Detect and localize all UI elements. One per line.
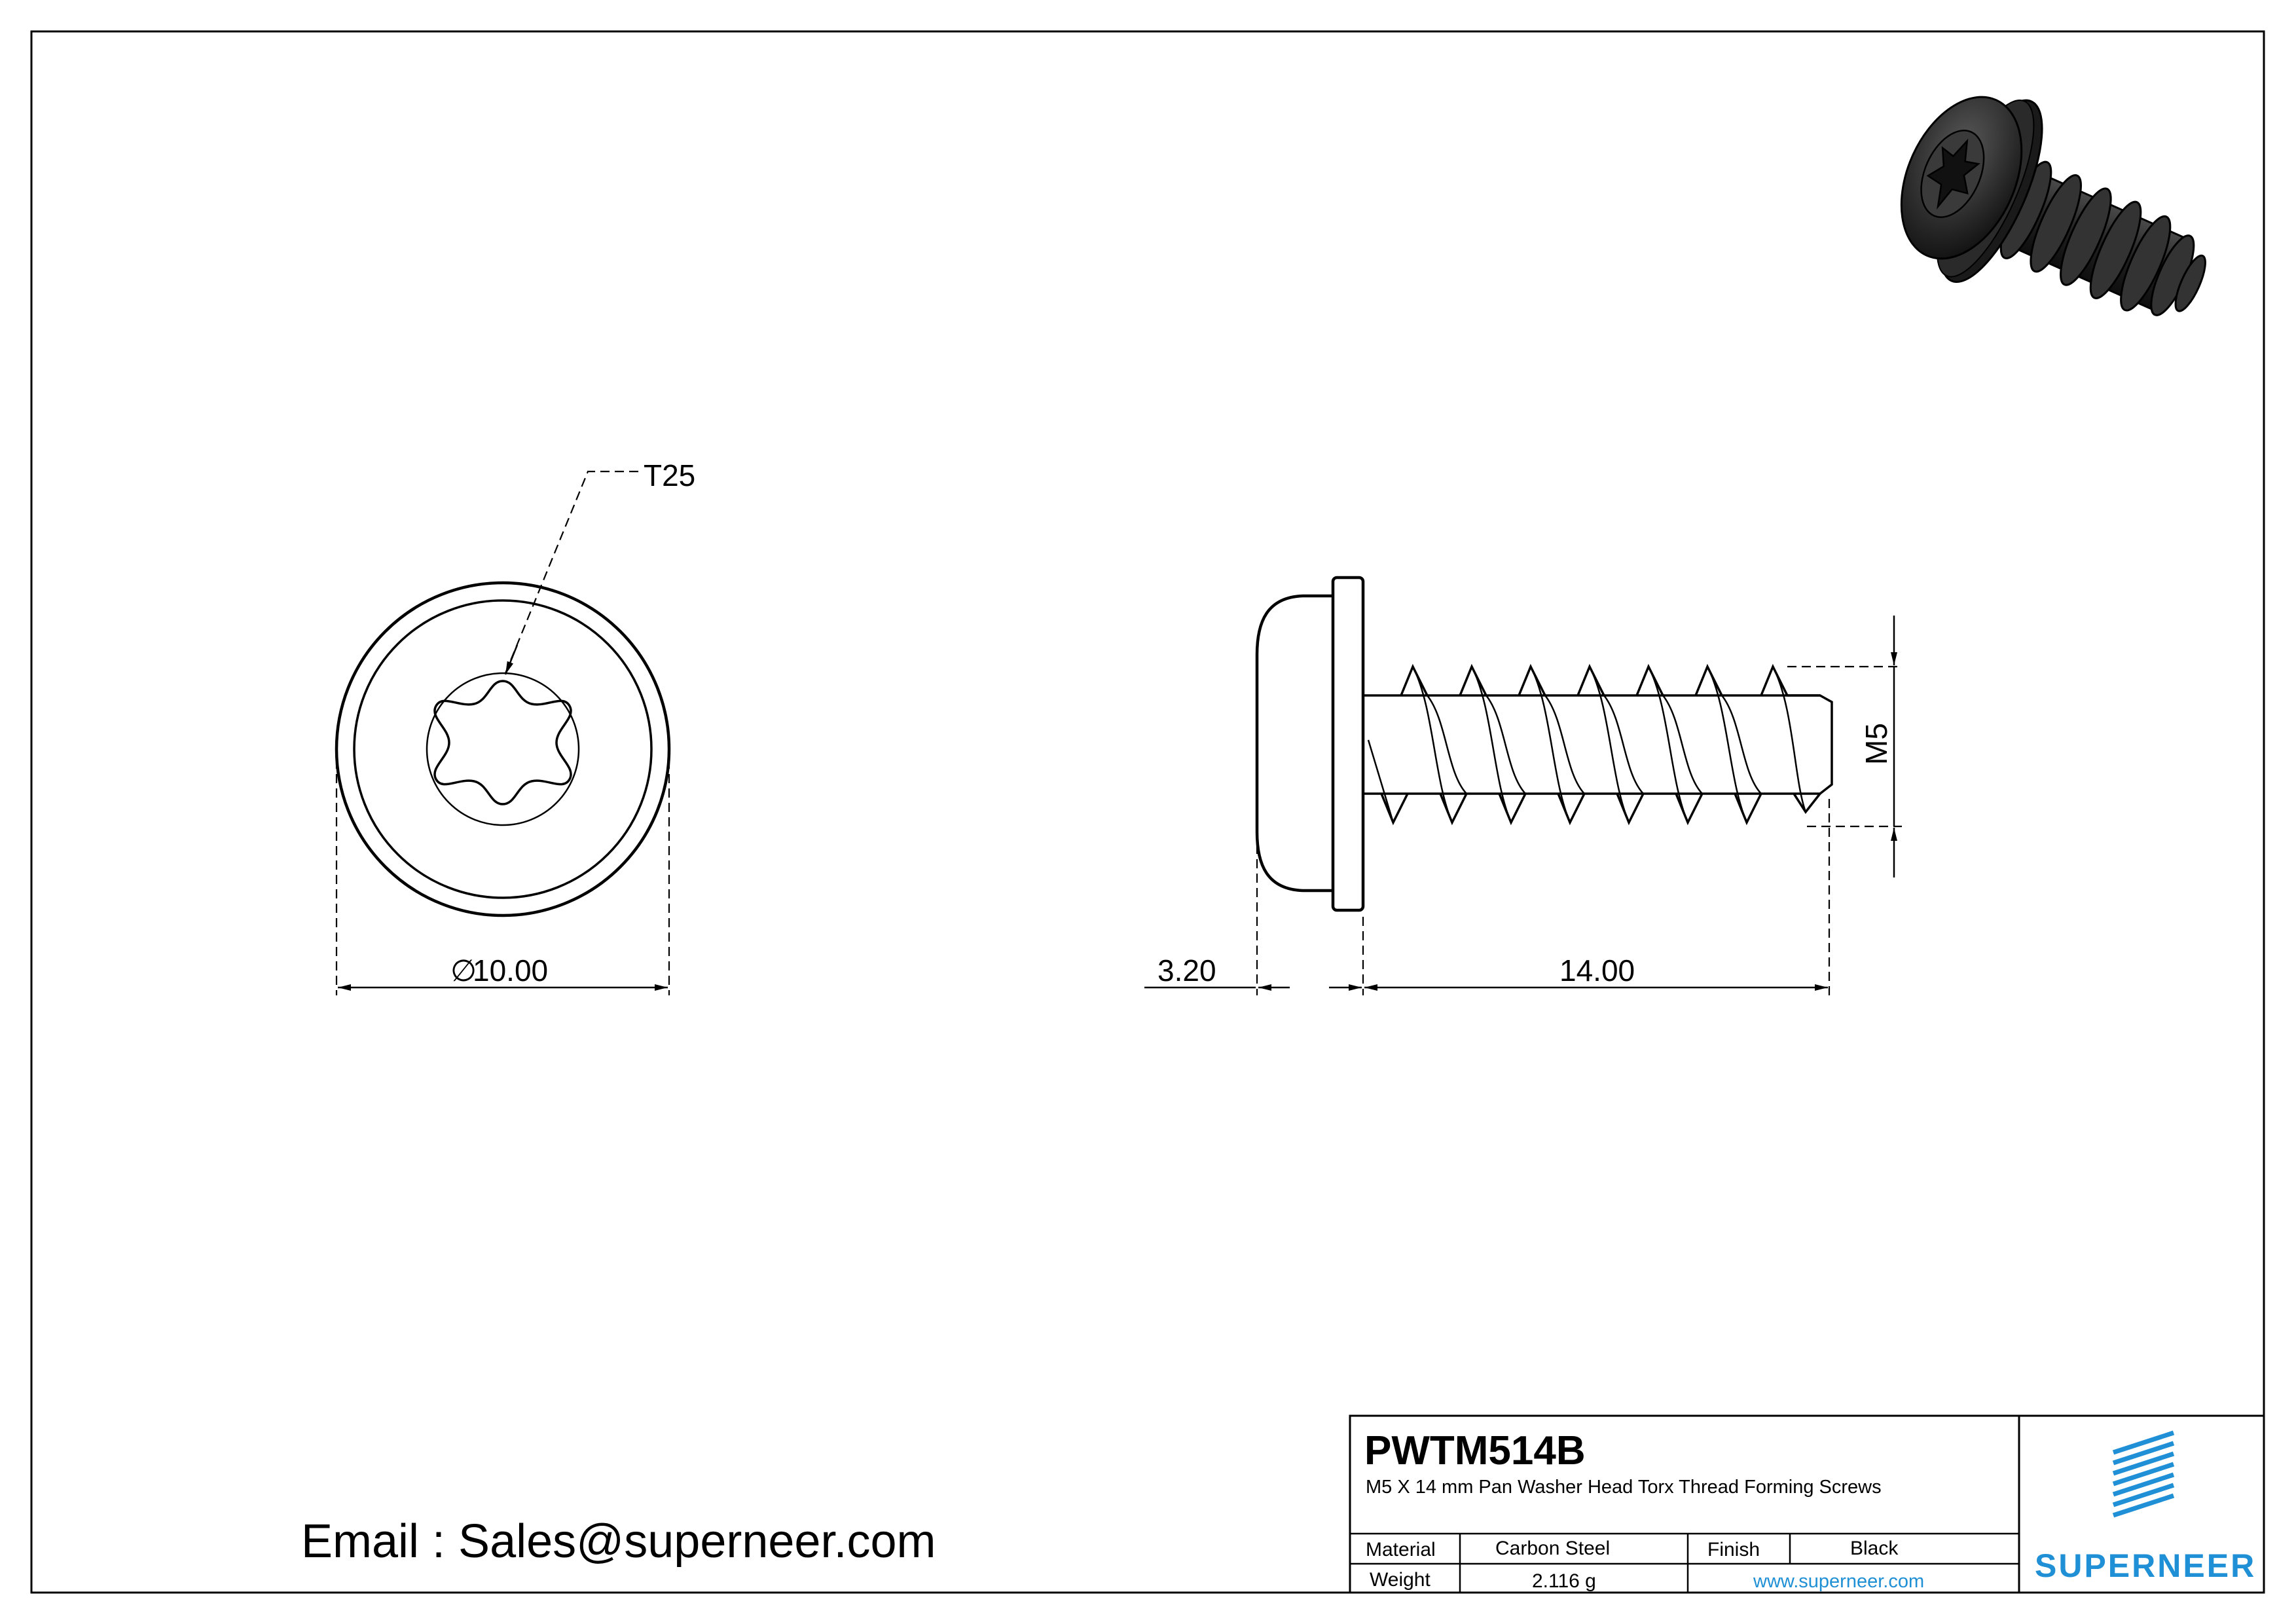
part-description: M5 X 14 mm Pan Washer Head Torx Thread F…: [1366, 1477, 1882, 1498]
diameter-value: 10.00: [473, 953, 548, 987]
recess-circle: [426, 672, 580, 826]
isometric-screw-render: [1900, 96, 2206, 316]
torx-label: T25: [644, 458, 695, 492]
title-block: PWTM514B M5 X 14 mm Pan Washer Head Torx…: [1349, 1414, 2265, 1594]
superneer-logo-icon: [2112, 1430, 2175, 1518]
head-view: T25 ∅ 10.00: [335, 458, 695, 995]
torx-leader-line: [504, 470, 638, 674]
brand-name: SUPERNEER: [2035, 1547, 2256, 1584]
shank-outline: [1363, 694, 1833, 795]
finish-value: Black: [1850, 1538, 1899, 1559]
diameter-symbol: ∅: [450, 953, 477, 987]
washer-outer-circle: [335, 581, 671, 917]
sheet-border: [30, 30, 2265, 1594]
contact-email[interactable]: Email : Sales@superneer.com: [301, 1515, 936, 1568]
weight-label: Weight: [1370, 1569, 1430, 1591]
head-circle: [353, 599, 653, 899]
website-link[interactable]: www.superneer.com: [1753, 1571, 1924, 1592]
finish-label: Finish: [1707, 1539, 1760, 1560]
washer-flange: [1331, 576, 1365, 912]
torx-leader-arrow: [504, 644, 519, 675]
side-view: M5 3.20 14.00: [1144, 576, 1902, 995]
thread-top-profile: [1400, 663, 1820, 697]
thread-size-label: M5: [1859, 723, 1893, 765]
material-label: Material: [1366, 1539, 1436, 1560]
thread-helix-lines: [1367, 666, 1807, 823]
torx-recess-icon: [433, 680, 572, 805]
length-label: 14.00: [1559, 953, 1635, 987]
head-height-label: 3.20: [1157, 953, 1216, 987]
weight-value: 2.116 g: [1532, 1570, 1596, 1592]
pan-head-profile: [1255, 594, 1333, 893]
part-number: PWTM514B: [1364, 1428, 1586, 1473]
material-value: Carbon Steel: [1495, 1538, 1610, 1559]
